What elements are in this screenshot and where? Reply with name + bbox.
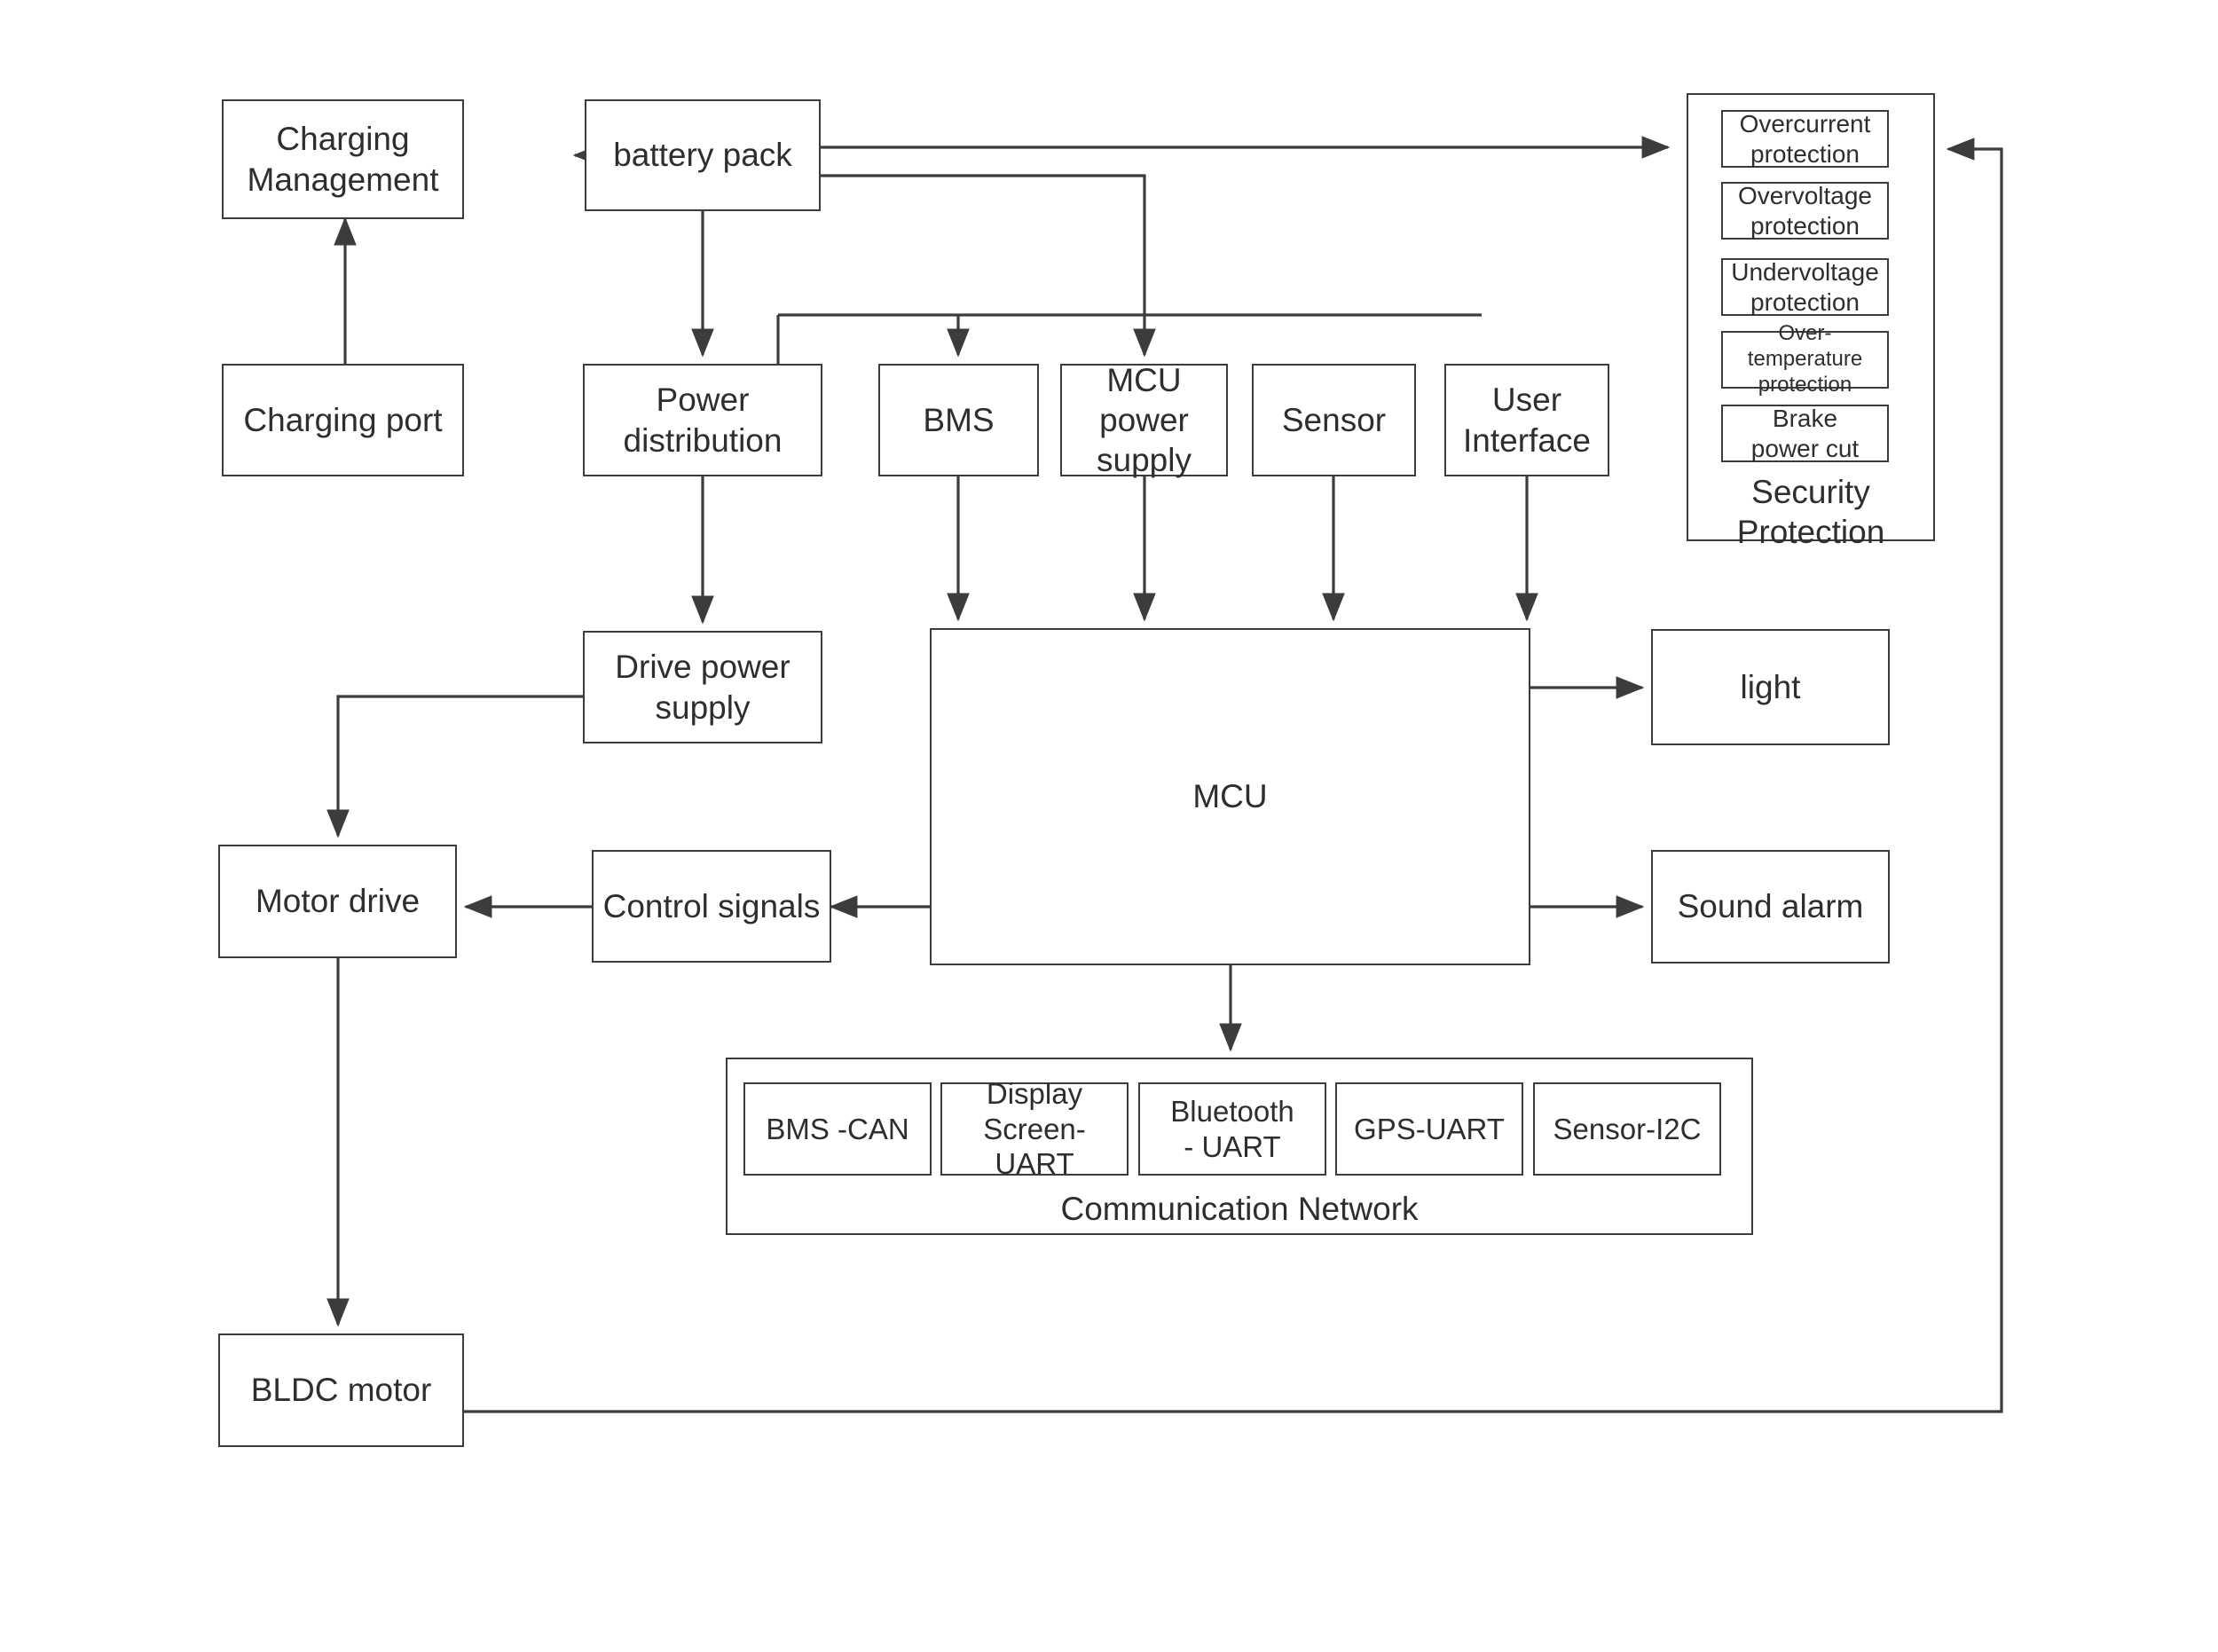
node-drive-power-supply[interactable]: Drive power supply [583,631,822,743]
node-light-label: light [1740,668,1801,705]
comm-item-display-screen-uart[interactable]: Display Screen-UART [940,1077,1129,1180]
security-item-brake-power-cut[interactable]: Brake power cut [1721,405,1889,462]
node-sensor-label: Sensor [1281,401,1387,438]
security-item-undervoltage-protection[interactable]: Undervoltage protection [1721,258,1889,316]
node-motor-drive-label: Motor drive [255,883,421,920]
comm-item-label: Sensor-I2C [1553,1112,1702,1145]
comm-item-gps-uart[interactable]: GPS-UART [1335,1082,1523,1176]
node-user-interface-label: User Interface [1463,382,1591,459]
security-item-over-temperature-protection[interactable]: Over-temperature protection [1721,321,1889,397]
security-item-label: Undervoltage protection [1731,257,1879,316]
node-user-interface[interactable]: User Interface [1444,364,1609,476]
node-motor-drive[interactable]: Motor drive [218,845,457,958]
node-power-distribution-label: Power distribution [623,382,783,459]
node-mcu-power-supply-label: MCU power supply [1097,361,1192,479]
node-mcu-label: MCU [1192,778,1268,815]
security-item-label: Overcurrent protection [1739,109,1871,168]
communication-network-title: Communication Network [1060,1191,1419,1227]
node-bldc-motor-label: BLDC motor [250,1372,432,1409]
node-light[interactable]: light [1651,629,1890,745]
node-charging-management[interactable]: Charging Management [222,99,464,219]
node-drive-power-supply-label: Drive power supply [615,649,790,726]
comm-item-bms-can[interactable]: BMS -CAN [743,1082,932,1176]
security-protection-title: Security Protection [1736,474,1885,551]
node-bms[interactable]: BMS [878,364,1039,476]
security-item-overcurrent-protection[interactable]: Overcurrent protection [1721,110,1889,168]
node-sound-alarm-label: Sound alarm [1677,888,1864,925]
node-charging-port-label: Charging port [243,401,443,438]
comm-item-label: Display Screen-UART [983,1077,1086,1181]
security-item-label: Brake power cut [1750,404,1860,462]
security-item-label: Overvoltage protection [1738,181,1872,240]
node-sound-alarm[interactable]: Sound alarm [1651,850,1890,964]
node-control-signals[interactable]: Control signals [592,850,831,963]
comm-item-label: Bluetooth - UART [1170,1094,1294,1163]
comm-item-sensor-i2c[interactable]: Sensor-I2C [1533,1082,1721,1176]
node-charging-management-label: Charging Management [247,121,439,198]
node-bldc-motor[interactable]: BLDC motor [218,1333,464,1447]
node-mcu-power-supply[interactable]: MCU power supply [1060,362,1228,478]
security-item-label: Over-temperature protection [1747,321,1863,397]
node-power-distribution[interactable]: Power distribution [583,364,822,476]
comm-item-label: BMS -CAN [766,1112,909,1145]
wire-drive-power-supply-to-motor-drive [326,695,583,838]
comm-item-bluetooth-uart[interactable]: Bluetooth - UART [1138,1082,1326,1176]
node-control-signals-label: Control signals [602,887,821,924]
node-mcu[interactable]: MCU [930,628,1530,965]
comm-item-label: GPS-UART [1354,1112,1505,1145]
wire-battery-pack-bus-drop [821,174,1146,315]
node-bms-label: BMS [923,401,995,438]
node-sensor[interactable]: Sensor [1252,364,1416,476]
node-battery-pack-label: battery pack [613,137,792,174]
node-charging-port[interactable]: Charging port [222,364,464,476]
node-battery-pack[interactable]: battery pack [585,99,821,211]
security-item-overvoltage-protection[interactable]: Overvoltage protection [1721,182,1889,240]
